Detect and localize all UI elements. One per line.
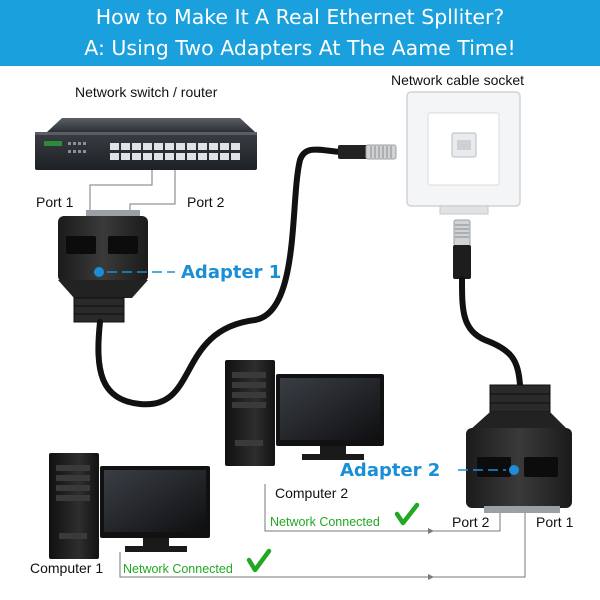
- title-line-2: A: Using Two Adapters At The Aame Time!: [84, 36, 516, 60]
- computer-1-label: Computer 1: [30, 560, 104, 576]
- adapter-2: [466, 384, 572, 513]
- adapter-2-dot: [509, 465, 519, 475]
- arrow-port1: [428, 574, 434, 580]
- computer-1: [49, 453, 210, 559]
- switch-label: Network switch / router: [75, 84, 218, 100]
- check-icon-computer2: [394, 502, 420, 526]
- title-line-1: How to Make It A Real Ethernet Splliter?: [95, 5, 505, 29]
- network-connected-computer1: Network Connected: [123, 562, 233, 576]
- rj45-plug-top: [338, 144, 397, 160]
- cable-adapter1-to-socket: [95, 146, 343, 408]
- cable-socket-to-adapter2: [459, 276, 523, 388]
- wall-socket: [406, 91, 521, 215]
- port2-bottom-label: Port 2: [452, 514, 490, 530]
- computer-2: [225, 360, 384, 466]
- port2-top-label: Port 2: [187, 194, 225, 210]
- adapter-1-dot: [94, 267, 104, 277]
- network-switch: [35, 118, 257, 170]
- adapter-2-label: Adapter 2: [340, 460, 441, 481]
- computer-2-label: Computer 2: [275, 485, 349, 501]
- network-connected-computer2: Network Connected: [270, 515, 380, 529]
- adapter-1: [58, 210, 148, 323]
- check-icon-computer1: [246, 548, 272, 573]
- socket-label: Network cable socket: [391, 72, 525, 88]
- rj45-plug-bottom: [453, 219, 471, 279]
- arrow-port2: [428, 528, 434, 534]
- connection-lines-bottom: [119, 484, 526, 578]
- port1-bottom-label: Port 1: [536, 514, 574, 530]
- title-banner: How to Make It A Real Ethernet Splliter?…: [0, 0, 600, 66]
- port-leader-lines-top: [89, 170, 176, 216]
- port1-top-label: Port 1: [36, 194, 74, 210]
- adapter-1-label: Adapter 1: [181, 262, 282, 283]
